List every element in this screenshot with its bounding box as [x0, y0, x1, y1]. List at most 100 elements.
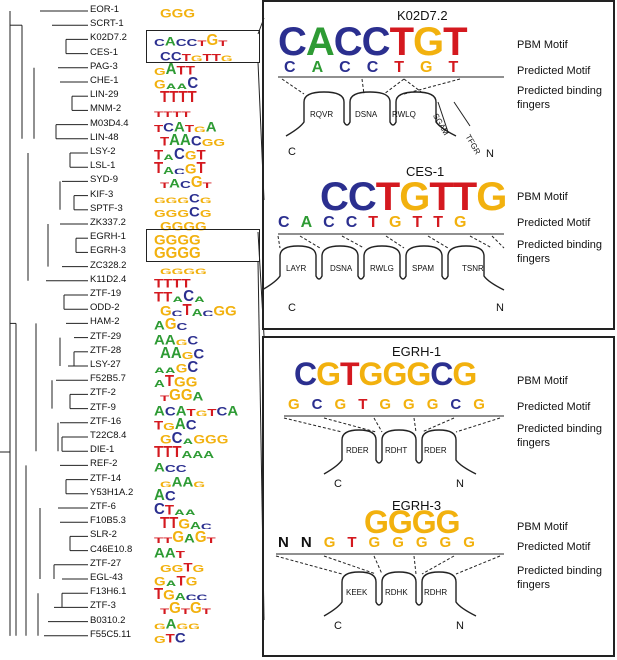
- ces1-finger-5: TSNR: [462, 264, 484, 273]
- egrh3-title: EGRH-3: [392, 498, 442, 513]
- motif-logo: GCTACGG: [160, 302, 237, 317]
- motif-logo: ACATGTCA: [154, 403, 239, 416]
- egrh3-fingers-label: Predicted binding fingers: [517, 565, 603, 591]
- egrh1-finger-2: RDHT: [385, 446, 408, 455]
- ces1-title: CES-1: [406, 164, 445, 179]
- gene-label: ZTF-19: [90, 288, 122, 299]
- ces1-c-terminus: C: [288, 302, 296, 314]
- motif-logo: TTACA: [154, 288, 205, 302]
- k02d7-predicted-motif: CACCTGT: [284, 59, 475, 76]
- zinc-finger-panel-bottom: EGRH-1 CGTGGGCG GCGTGGGCG PBM Motif Pred…: [262, 336, 615, 657]
- motif-logo: TTTAAA: [154, 444, 215, 459]
- motif-logo: AAGC: [154, 359, 199, 373]
- gene-label: F13H6.1: [90, 586, 127, 598]
- motif-logo: AC: [154, 486, 176, 501]
- motif-logo: TACGT: [154, 160, 206, 175]
- motif-logo: GGG: [160, 7, 196, 18]
- gene-label: EGRH-1: [90, 231, 126, 243]
- logo-highlight-box: [146, 30, 260, 63]
- gene-label: SCRT-1: [90, 18, 124, 30]
- motif-logo: TGTGT: [160, 600, 211, 615]
- gene-label: LIN-48: [90, 131, 119, 143]
- motif-logo: GATG: [154, 573, 198, 586]
- motif-logo: GGGG: [154, 232, 201, 246]
- motif-logo: AGC: [154, 316, 188, 331]
- k02d7-n-terminus: N: [486, 148, 494, 160]
- egrh3-pbm-label: PBM Motif: [517, 521, 568, 533]
- motif-logo: TTTT: [154, 277, 191, 288]
- k02d7-fingers-label: Predicted binding fingers: [517, 85, 603, 111]
- egrh3-c-terminus: C: [334, 620, 342, 632]
- motif-logo: GAAG: [160, 474, 206, 487]
- gene-label: REF-2: [90, 458, 118, 470]
- egrh1-n-terminus: N: [456, 478, 464, 490]
- ces1-predicted-motif: CACCTGTTG: [278, 214, 478, 231]
- gene-label: B0310.2: [90, 614, 126, 626]
- ces1-finger-4: SPAM: [412, 264, 435, 273]
- motif-logo: TTTT: [154, 110, 191, 118]
- gene-label: ODD-2: [90, 302, 120, 314]
- gene-label: CES-1: [90, 46, 118, 58]
- gene-label: C46E10.8: [90, 543, 133, 555]
- motif-logo: CCTGTTG: [160, 49, 233, 61]
- gene-label: T22C8.4: [90, 430, 127, 441]
- motif-logo: GGGCG: [154, 204, 212, 217]
- gene-label: PAG-3: [90, 60, 118, 72]
- gene-label: ZK337.2: [90, 217, 126, 228]
- motif-logo: TAACGG: [160, 131, 226, 146]
- motif-logo: ACC: [154, 461, 187, 473]
- motif-logo: CTAA: [154, 501, 196, 515]
- gene-label: ZTF-3: [90, 600, 116, 612]
- motif-logo: TGAC: [154, 415, 197, 430]
- gene-label: Y53H1A.2: [90, 486, 134, 498]
- gene-label: K02D7.2: [90, 32, 127, 44]
- gene-label: SPTF-3: [90, 202, 123, 214]
- motif-logo: GCAGGG: [160, 430, 229, 444]
- zinc-finger-panel-top: K02D7.2 CACCTGT CACCTGT PBM Motif Predic…: [262, 0, 615, 330]
- motif-logo: TTGAGT: [154, 529, 216, 544]
- egrh1-finger-1: RDER: [346, 446, 369, 455]
- egrh1-pbm-label: PBM Motif: [517, 375, 568, 387]
- gene-label: ZTF-27: [90, 557, 122, 569]
- logo-highlight-box: [146, 229, 260, 262]
- gene-label: DIE-1: [90, 444, 115, 456]
- motif-logo: TTGAC: [160, 515, 212, 530]
- egrh1-pbm-motif: CGTGGGCG: [294, 356, 477, 392]
- gene-label: ZTF-6: [90, 501, 116, 512]
- egrh3-finger-2: RDHK: [385, 588, 408, 597]
- motif-logo: GATT: [154, 60, 195, 75]
- egrh1-c-terminus: C: [334, 478, 342, 490]
- egrh1-finger-3: RDER: [424, 446, 447, 455]
- gene-label: CHE-1: [90, 75, 119, 86]
- gene-label: EOR-1: [90, 4, 120, 15]
- phylogenetic-tree: [0, 10, 88, 637]
- gene-label: HAM-2: [90, 316, 120, 328]
- motif-logo: TGACC: [154, 586, 208, 601]
- motif-logo: GGGCG: [154, 191, 212, 203]
- gene-label: K11D2.4: [90, 273, 127, 285]
- ces1-fingers-label: Predicted binding fingers: [517, 239, 603, 265]
- gene-label: ZTF-14: [90, 472, 122, 484]
- motif-logo: GTC: [154, 630, 186, 643]
- gene-label: SYD-9: [90, 174, 118, 186]
- motif-logo: TACGT: [160, 174, 212, 189]
- motif-logo: CACCTGT: [154, 32, 228, 47]
- gene-label: F10B5.3: [90, 515, 126, 527]
- motif-logo: AAT: [154, 545, 185, 558]
- gene-label: LSL-1: [90, 160, 116, 172]
- motif-logo: TACGT: [154, 146, 206, 160]
- gene-label: SLR-2: [90, 529, 117, 541]
- gene-label: ZTF-29: [90, 330, 122, 342]
- motif-logo: GGGG: [154, 245, 201, 260]
- k02d7-finger-3: RWLQ: [392, 110, 416, 119]
- egrh3-pred-label: Predicted Motif: [517, 541, 591, 553]
- motif-logo: ATGG: [154, 373, 198, 388]
- k02d7-pbm-label: PBM Motif: [517, 39, 568, 51]
- motif-logo: AAGC: [154, 332, 199, 345]
- egrh1-predicted-motif: GCGTGGGCG: [288, 396, 497, 413]
- binding-diagram-bottom: [275, 415, 504, 617]
- k02d7-finger-1: RQVR: [310, 110, 334, 119]
- gene-label: EGL-43: [90, 572, 123, 583]
- gene-label: LIN-29: [90, 89, 119, 101]
- gene-label: LSY-2: [90, 146, 116, 157]
